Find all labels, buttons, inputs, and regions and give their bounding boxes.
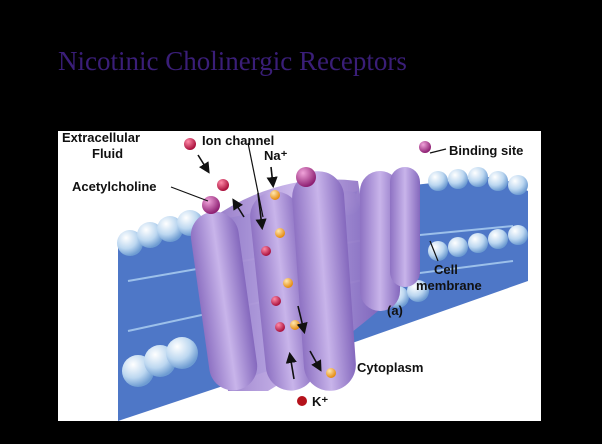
label-cytoplasm: Cytoplasm	[357, 360, 423, 375]
label-extracellular: Extracellular	[62, 131, 140, 145]
label-fluid: Fluid	[92, 146, 123, 161]
potassium-ion	[297, 396, 307, 406]
label-potassium: K⁺	[312, 394, 328, 409]
label-ion-channel: Ion channel	[202, 133, 274, 148]
label-cell: Cell	[434, 262, 458, 277]
receptor-diagram: Extracellular Fluid Ion channel Na⁺ Bind…	[58, 131, 541, 421]
label-panel-a: (a)	[387, 303, 403, 318]
label-sodium: Na⁺	[264, 148, 287, 163]
label-acetylcholine: Acetylcholine	[72, 179, 157, 194]
label-binding-site: Binding site	[449, 143, 523, 158]
diagram-artwork	[58, 131, 541, 421]
label-membrane: membrane	[416, 278, 482, 293]
slide-title: Nicotinic Cholinergic Receptors	[58, 46, 407, 77]
